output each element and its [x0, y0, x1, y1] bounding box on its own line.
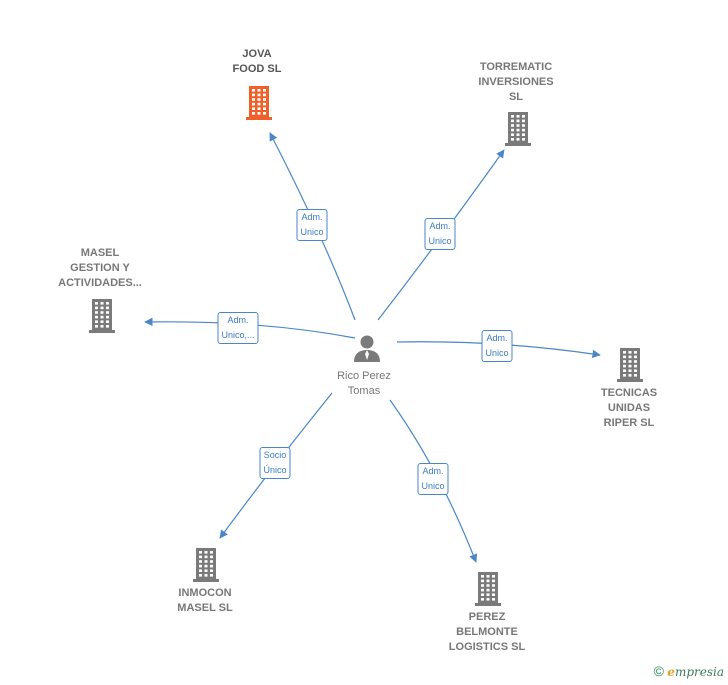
company-name-inmocon[interactable]: INMOCON MASEL SL	[177, 587, 233, 614]
brand-initial: e	[667, 665, 675, 679]
building-icon[interactable]	[190, 546, 222, 587]
relation-label-tecnicas: Adm. Unico	[481, 330, 513, 362]
building-icon[interactable]	[86, 297, 118, 338]
building-icon[interactable]	[614, 346, 646, 387]
relation-label-jova: Adm. Unico	[296, 209, 328, 241]
building-icon[interactable]	[502, 110, 534, 151]
relation-label-masel: Adm. Unico,...	[217, 312, 259, 344]
relation-label-perez: Adm. Unico	[417, 463, 449, 495]
company-name-perez[interactable]: PEREZ BELMONTE LOGISTICS SL	[448, 611, 526, 653]
center-person-name[interactable]: Rico Perez Tomas	[337, 370, 391, 397]
relation-label-inmocon: Socio Único	[259, 447, 291, 479]
building-icon-highlight[interactable]	[243, 84, 275, 125]
company-name-jova[interactable]: JOVA FOOD SL	[232, 48, 282, 75]
brand-name: mpresia	[674, 665, 724, 679]
brand-watermark: © empresia	[654, 663, 724, 679]
building-icon[interactable]	[472, 570, 504, 611]
relation-label-torrematic: Adm. Unico	[424, 218, 456, 250]
company-name-masel[interactable]: MASEL GESTION Y ACTIVIDADES...	[58, 247, 142, 289]
company-name-torrematic[interactable]: TORREMATIC INVERSIONES SL	[478, 61, 554, 103]
copyright-symbol: ©	[653, 663, 664, 679]
person-icon[interactable]	[352, 333, 382, 368]
company-name-tecnicas[interactable]: TECNICAS UNIDAS RIPER SL	[600, 387, 658, 429]
